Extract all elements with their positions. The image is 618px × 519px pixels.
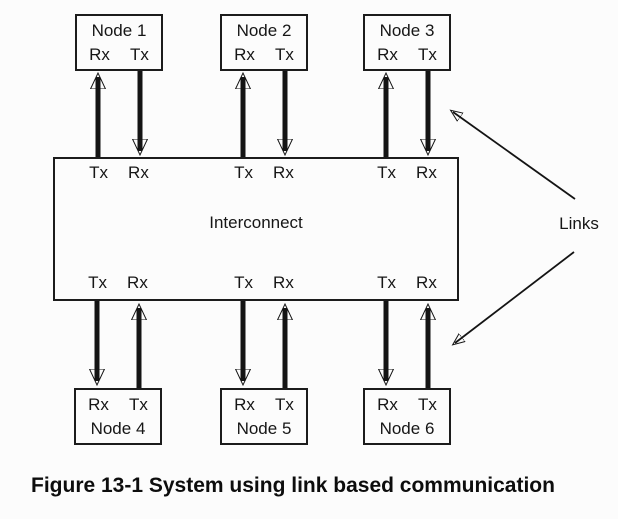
node-6-title: Node 6 <box>379 418 435 438</box>
node-1-tx-label: Tx <box>129 44 149 64</box>
node-2-box: Node 2 Rx Tx <box>220 14 308 71</box>
node-3-rx-label: Rx <box>377 44 398 64</box>
node-1-rx-label: Rx <box>89 44 110 64</box>
node-3-box: Node 3 Rx Tx <box>363 14 451 71</box>
figure-caption: Figure 13-1 System using link based comm… <box>31 474 555 497</box>
node-2-ports: Rx Tx <box>222 43 306 67</box>
node-1-ports: Rx Tx <box>77 43 161 67</box>
interconnect-rx-label: Rx <box>416 163 437 182</box>
node-4-box: Rx Tx Node 4 <box>74 388 162 445</box>
interconnect-rx-label: Rx <box>273 163 294 182</box>
node-2-rx-label: Rx <box>234 44 255 64</box>
links-callout-arrow-bottom <box>455 251 575 343</box>
interconnect-tx-label: Tx <box>88 273 108 292</box>
interconnect-top-ports-1: Tx Rx <box>74 163 164 182</box>
node-3-title: Node 3 <box>379 20 435 40</box>
node-5-title: Node 5 <box>236 418 292 438</box>
interconnect-tx-label: Tx <box>377 273 397 292</box>
interconnect-tx-label: Tx <box>377 163 397 182</box>
node-5-tx-label: Tx <box>274 394 294 414</box>
interconnect-rx-label: Rx <box>128 163 149 182</box>
interconnect-tx-label: Tx <box>234 163 254 182</box>
node-4-ports: Rx Tx <box>76 393 160 417</box>
node-1-title: Node 1 <box>91 20 147 40</box>
node-4-title: Node 4 <box>90 418 146 438</box>
links-callout-arrow-top <box>453 112 576 200</box>
interconnect-rx-label: Rx <box>127 273 148 292</box>
interconnect-rx-label: Rx <box>416 273 437 292</box>
node-6-box: Rx Tx Node 6 <box>363 388 451 445</box>
interconnect-label: Interconnect <box>209 213 303 232</box>
interconnect-bottom-ports-1: Tx Rx <box>73 273 163 292</box>
node-6-rx-label: Rx <box>377 394 398 414</box>
interconnect-tx-label: Tx <box>89 163 109 182</box>
node-5-rx-label: Rx <box>234 394 255 414</box>
node-5-box: Rx Tx Node 5 <box>220 388 308 445</box>
node-6-ports: Rx Tx <box>365 393 449 417</box>
node-4-tx-label: Tx <box>128 394 148 414</box>
interconnect-bottom-ports-3: Tx Rx <box>362 273 452 292</box>
interconnect-rx-label: Rx <box>273 273 294 292</box>
interconnect-tx-label: Tx <box>234 273 254 292</box>
node-2-tx-label: Tx <box>274 44 294 64</box>
node-3-tx-label: Tx <box>417 44 437 64</box>
node-3-ports: Rx Tx <box>365 43 449 67</box>
node-6-tx-label: Tx <box>417 394 437 414</box>
interconnect-top-ports-3: Tx Rx <box>362 163 452 182</box>
node-5-ports: Rx Tx <box>222 393 306 417</box>
links-label: Links <box>559 214 599 233</box>
node-4-rx-label: Rx <box>88 394 109 414</box>
interconnect-box <box>53 157 459 301</box>
node-1-box: Node 1 Rx Tx <box>75 14 163 71</box>
interconnect-top-ports-2: Tx Rx <box>219 163 309 182</box>
interconnect-bottom-ports-2: Tx Rx <box>219 273 309 292</box>
node-2-title: Node 2 <box>236 20 292 40</box>
